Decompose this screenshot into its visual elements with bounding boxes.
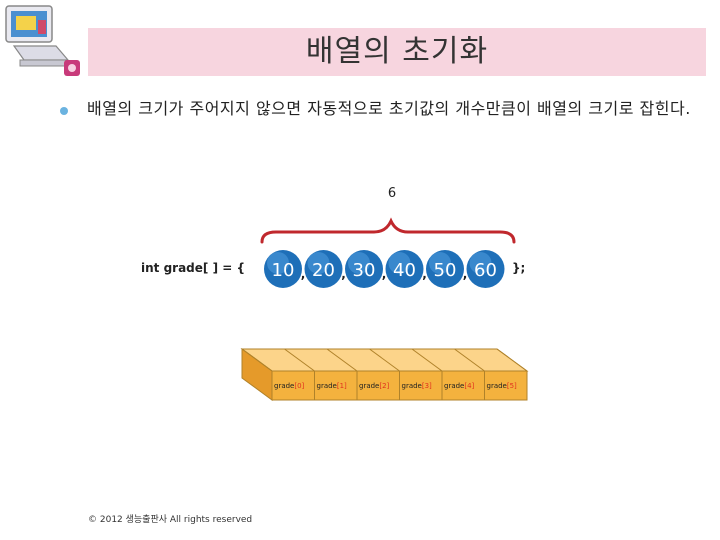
code-suffix: };	[512, 261, 526, 275]
cell-label: grade[3]	[402, 382, 433, 390]
value-circle: 30	[345, 250, 383, 288]
circle-shape	[264, 250, 302, 288]
computer-logo-icon	[5, 5, 80, 76]
bullet-text: 배열의 크기가 주어지지 않으면 자동적으로 초기값의 개수만큼이 배열의 크기…	[87, 99, 691, 118]
value-circle: 60	[466, 250, 505, 288]
array-cell: grade[0]	[241, 348, 315, 401]
separator-comma: ,	[463, 267, 468, 281]
cell-label: grade[1]	[317, 382, 348, 390]
value-text: 20	[312, 260, 335, 281]
separator-comma: ,	[341, 267, 346, 281]
value-circle: 40	[385, 250, 424, 288]
separator-comma: ,	[301, 267, 306, 281]
bullet-dot	[60, 107, 68, 115]
circle-shape	[345, 250, 383, 288]
value-circle: 20	[304, 250, 343, 288]
value-text: 40	[393, 260, 416, 281]
value-text: 10	[272, 260, 295, 281]
circle-shape	[426, 250, 464, 288]
page-title: 배열의 초기화	[305, 34, 489, 69]
value-text: 50	[434, 260, 457, 281]
curly-brace	[260, 217, 516, 244]
element-count-label: 6	[387, 186, 397, 201]
cell-label: grade[2]	[359, 382, 390, 390]
cell-label: grade[4]	[444, 382, 475, 390]
cell-label: grade[5]	[487, 382, 518, 390]
circle-shape	[385, 250, 424, 288]
separator-comma: ,	[382, 267, 387, 281]
circle-shape	[466, 250, 505, 288]
array-cell: grade[5]	[454, 348, 528, 401]
copyright-footer: © 2012 생능출판사 All rights reserved	[88, 515, 253, 525]
separator-comma: ,	[422, 267, 427, 281]
value-circle: 50	[426, 250, 464, 288]
value-text: 60	[474, 260, 497, 281]
cell-label: grade[0]	[274, 382, 305, 390]
array-cell: grade[3]	[369, 348, 443, 401]
value-text: 30	[353, 260, 376, 281]
value-circle: 10	[264, 250, 302, 288]
circle-shape	[304, 250, 343, 288]
title-band	[88, 28, 706, 76]
code-prefix: int grade[ ] = {	[141, 261, 246, 275]
array-cell: grade[4]	[411, 348, 485, 401]
